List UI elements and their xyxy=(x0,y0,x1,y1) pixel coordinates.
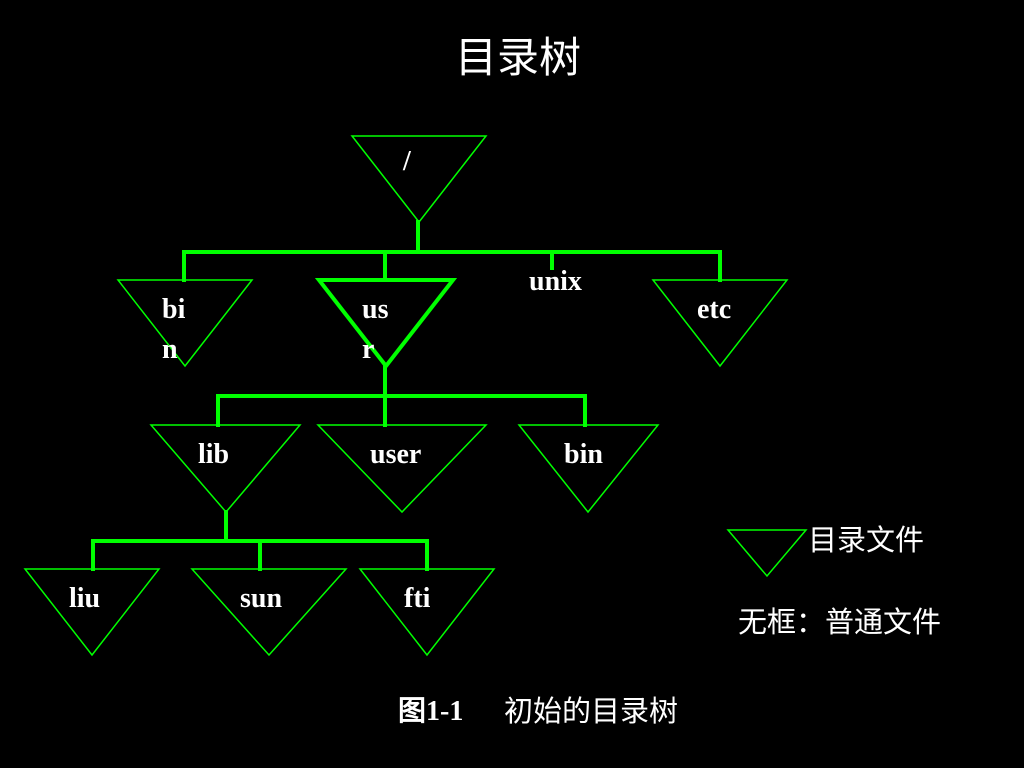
directory-nodes xyxy=(23,135,808,657)
page-title: 目录树 xyxy=(455,33,581,82)
node-usr-triangle xyxy=(314,278,458,370)
tree-connectors xyxy=(91,220,722,571)
label-lib: lib xyxy=(198,439,229,470)
label-liu: liu xyxy=(69,583,100,614)
caption-text: 初始的目录树 xyxy=(504,694,678,728)
caption-figure-number: 图1-1 xyxy=(398,696,463,727)
node-bin-triangle xyxy=(116,279,254,368)
label-user: user xyxy=(370,439,421,470)
label-bin-line2: n xyxy=(162,334,178,365)
label-sun: sun xyxy=(240,583,282,614)
node-root-triangle xyxy=(350,135,488,224)
node-fti-triangle xyxy=(358,568,496,657)
label-usr-line2: r xyxy=(362,334,374,365)
node-bin2-triangle xyxy=(517,424,660,514)
label-fti: fti xyxy=(404,583,431,614)
legend-directory-triangle xyxy=(726,529,808,578)
legend-plain-label: 无框：普通文件 xyxy=(738,605,941,639)
label-usr-line1: us xyxy=(362,294,389,325)
label-bin2: bin xyxy=(564,439,603,470)
label-root: / xyxy=(402,146,412,177)
node-user-triangle xyxy=(316,424,488,514)
node-etc-triangle xyxy=(651,279,789,368)
label-unix: unix xyxy=(529,266,582,297)
label-etc: etc xyxy=(697,294,731,325)
node-liu-triangle xyxy=(23,568,161,657)
legend-directory-label: 目录文件 xyxy=(808,523,924,557)
node-sun-triangle xyxy=(190,568,348,657)
label-bin-line1: bi xyxy=(162,294,186,325)
node-lib-triangle xyxy=(149,424,302,514)
